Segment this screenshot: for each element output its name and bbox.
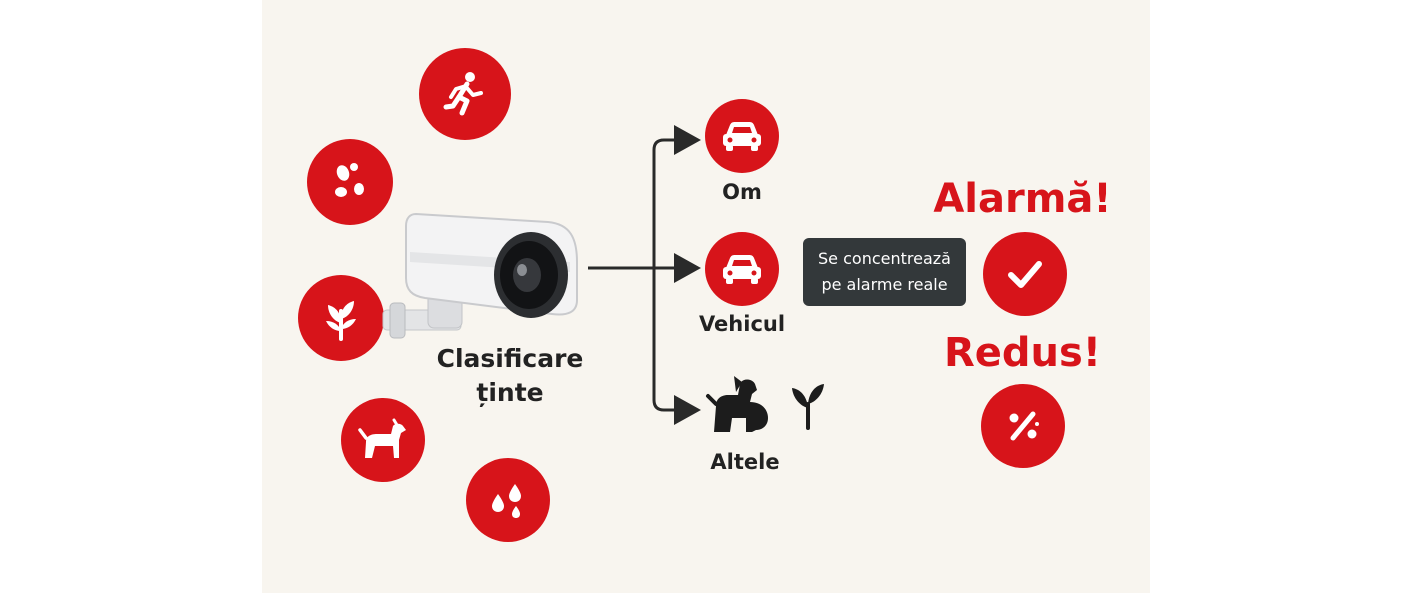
checkmark-icon [1008, 261, 1042, 288]
running-person-circle [419, 48, 511, 140]
arrow-branch-line [652, 138, 698, 412]
car-icon [723, 255, 761, 284]
alarm-title: Alarmă! [933, 176, 1112, 222]
plant-circle [298, 275, 384, 361]
camera-label-line1: Clasificare [436, 344, 584, 373]
footprints-circle [307, 139, 393, 225]
dog-icon [706, 376, 768, 432]
percent-icon [1009, 411, 1039, 441]
footprints-icon [335, 163, 364, 197]
note-line1: Se concentrează [818, 249, 951, 268]
output-label-om: Om [722, 180, 762, 204]
focus-note-badge: Se concentrează pe alarme reale [803, 238, 966, 306]
running-person-icon [443, 72, 483, 116]
dog-circle [341, 398, 425, 482]
dog-icon [358, 418, 406, 458]
raindrops-icon [492, 484, 521, 518]
camera-label: Clasificare ținte [420, 342, 600, 410]
percent-circle [981, 384, 1065, 468]
om-circle [705, 99, 779, 173]
checkmark-circle [983, 232, 1067, 316]
output-label-vehicul: Vehicul [698, 312, 786, 336]
note-line2: pe alarme reale [821, 275, 948, 294]
output-label-altele: Altele [710, 450, 780, 474]
car-icon [723, 122, 761, 151]
plant-icon [326, 301, 356, 341]
vehicul-circle [705, 232, 779, 306]
sprout-icon [792, 384, 824, 430]
reduced-title: Redus! [943, 330, 1102, 376]
raindrops-circle [466, 458, 550, 542]
camera-label-line2: ținte [476, 378, 544, 407]
